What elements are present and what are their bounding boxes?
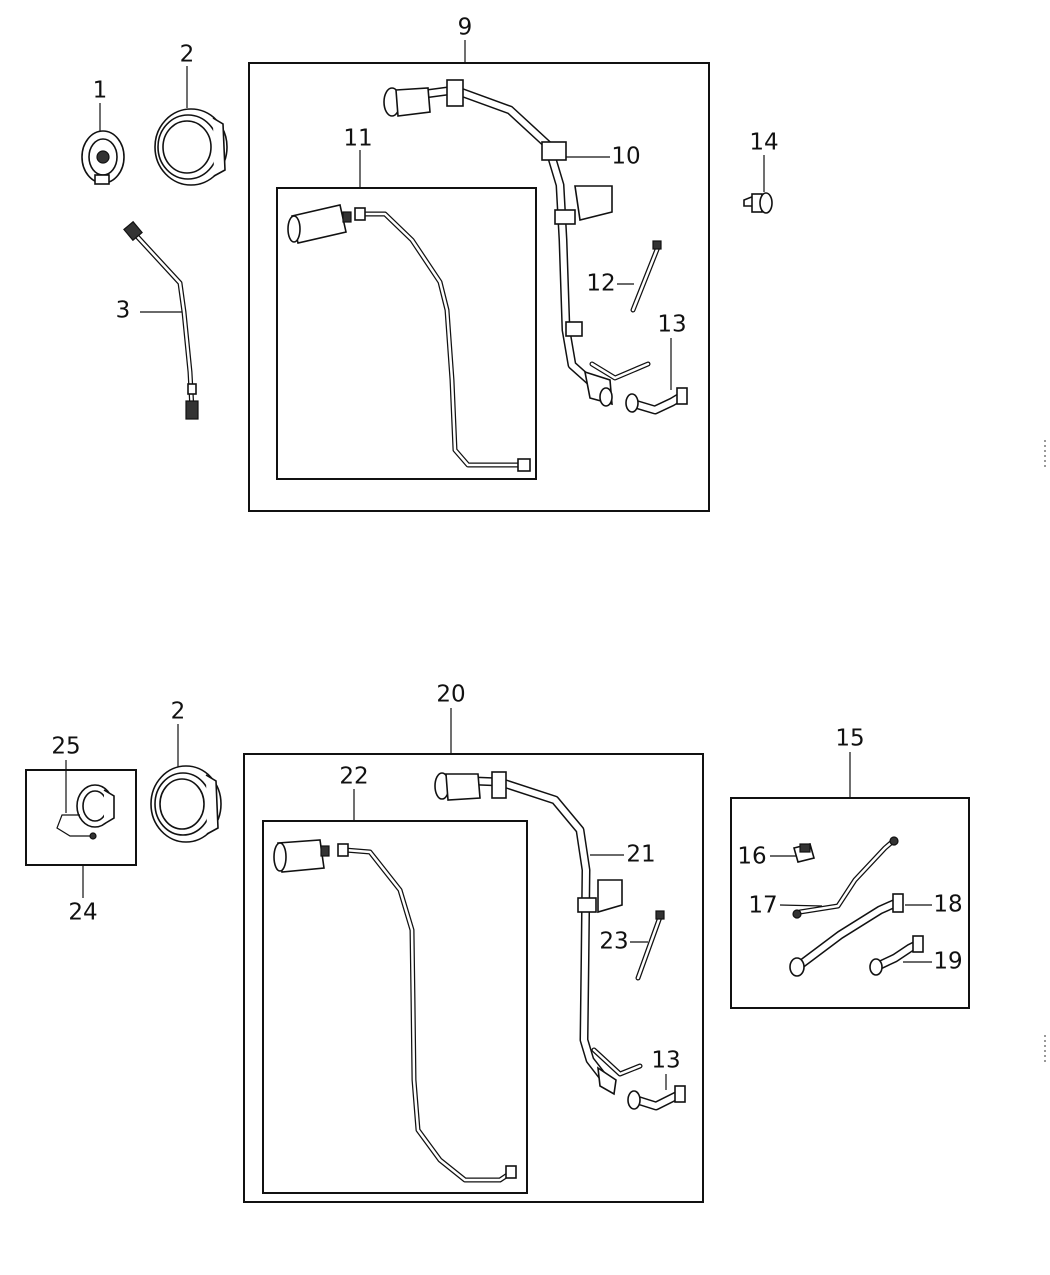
callout-24: 24: [68, 899, 98, 926]
sub-box-11: [276, 187, 537, 480]
part-18-filler-neck: [789, 893, 904, 977]
callout-2-top: 2: [179, 41, 195, 68]
callout-14: 14: [749, 129, 779, 156]
edge-scan-mark-top: [1044, 440, 1046, 470]
part-25-fuel-cap: [56, 784, 115, 840]
callout-15: 15: [835, 725, 865, 752]
part-3-vent-hose: [123, 220, 199, 420]
callout-2-bottom: 2: [170, 698, 186, 725]
part-21-filler-tube: [434, 771, 643, 1096]
part-23-tie-strap: [635, 910, 665, 981]
part-13-hose-elbow-top: [625, 387, 688, 415]
callout-22: 22: [339, 763, 369, 790]
callout-17: 17: [748, 892, 778, 919]
callout-20: 20: [436, 681, 466, 708]
assembly-box-20: [243, 753, 704, 1203]
callout-23: 23: [599, 928, 629, 955]
callout-3: 3: [115, 297, 131, 324]
callout-19: 19: [933, 948, 963, 975]
part-19-hose: [869, 935, 924, 976]
callout-18: 18: [933, 891, 963, 918]
kit-box-24: [25, 769, 137, 866]
edge-scan-mark-bottom: [1044, 1035, 1046, 1065]
part-2-bezel-ring-bottom: [150, 765, 222, 843]
callout-16: 16: [737, 843, 767, 870]
part-13-hose-elbow-bottom: [627, 1085, 686, 1111]
callout-13-top: 13: [657, 311, 687, 338]
callout-10: 10: [611, 143, 641, 170]
part-10-filler-tube: [383, 79, 651, 407]
part-22-vapor-line: [273, 839, 517, 1183]
callout-12: 12: [586, 270, 616, 297]
sub-box-22: [262, 820, 528, 1194]
part-1-fuel-door-housing: [81, 130, 125, 185]
callout-13-bottom: 13: [651, 1047, 681, 1074]
callout-9: 9: [457, 14, 473, 41]
callout-21: 21: [626, 841, 656, 868]
leader-lines: [65, 40, 932, 1090]
part-14-bolt: [743, 192, 773, 214]
assembly-box-9: [248, 62, 710, 512]
part-12-tie-strap: [630, 240, 662, 313]
part-2-bezel-ring-top: [154, 108, 228, 186]
callout-25: 25: [51, 733, 81, 760]
callout-1: 1: [92, 77, 108, 104]
part-17-line: [792, 836, 899, 919]
part-11-vapor-line: [287, 204, 531, 472]
part-16-connector: [793, 843, 815, 863]
callout-11: 11: [343, 125, 373, 152]
